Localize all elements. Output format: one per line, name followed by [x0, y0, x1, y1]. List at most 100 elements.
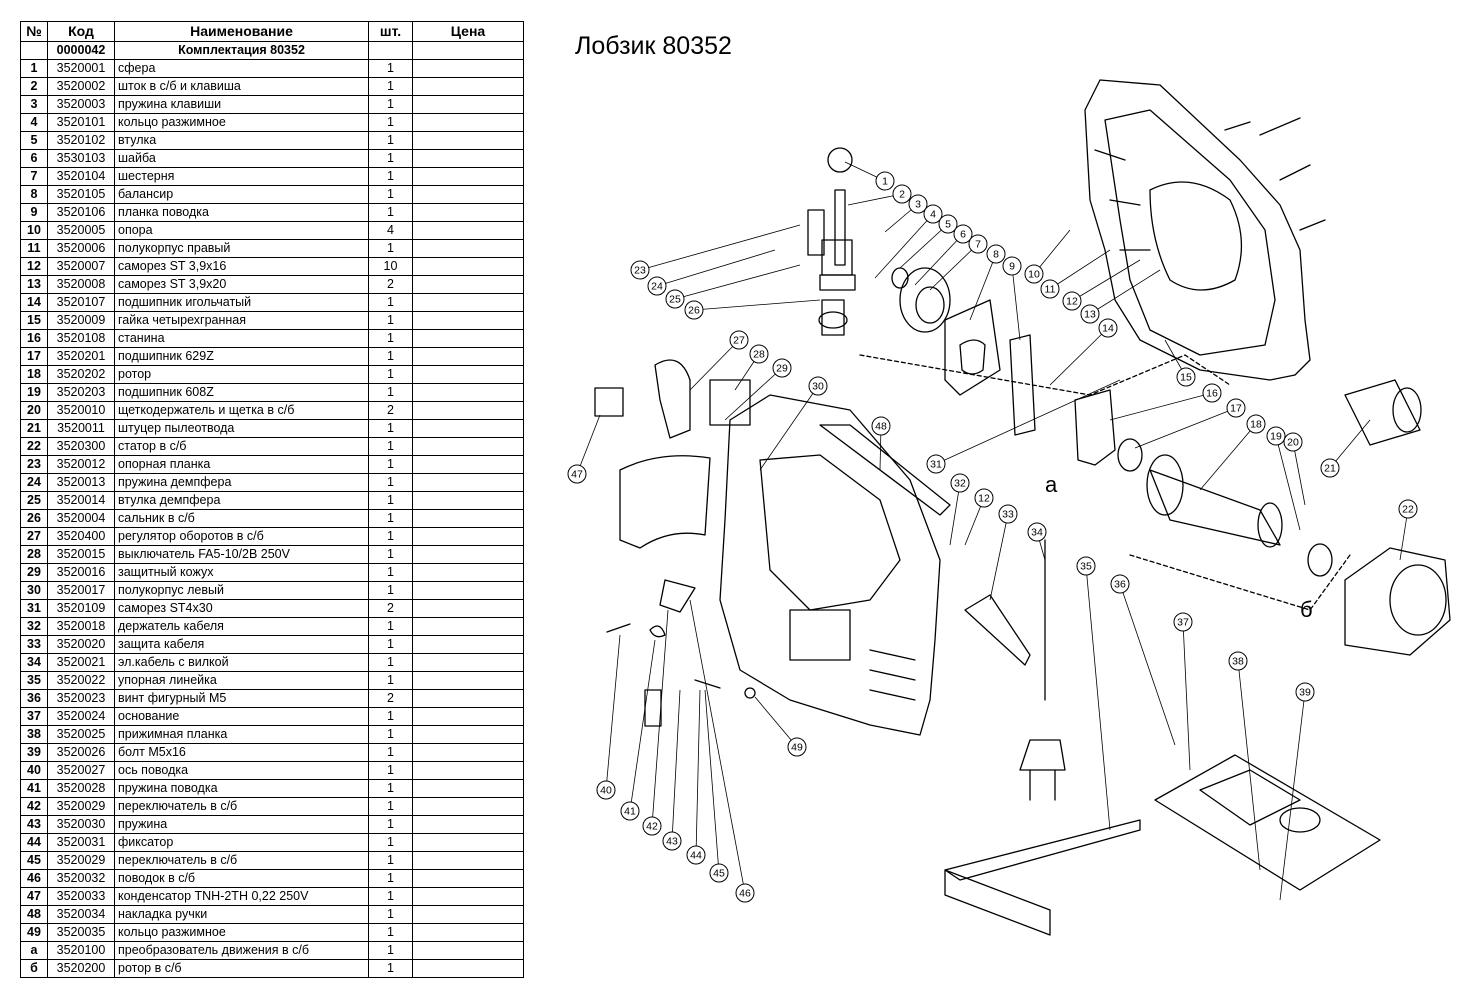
cell-qty: 1 — [368, 923, 413, 942]
leader-line — [674, 264, 801, 300]
callout-number: 21 — [1324, 463, 1336, 475]
cell-qty: 1 — [368, 779, 413, 798]
leader-line — [639, 224, 801, 271]
cell-qty: 2 — [368, 275, 413, 294]
callout-circle — [974, 488, 994, 508]
callout-circle — [953, 224, 973, 244]
leader-line — [1182, 621, 1191, 771]
cell-code: 3520031 — [47, 833, 115, 852]
cell-num: 6 — [20, 149, 48, 168]
cell-price — [412, 455, 524, 474]
leader-line — [1119, 583, 1176, 746]
cell-num: 43 — [20, 815, 48, 834]
callout-marker: 29 — [772, 358, 792, 378]
cell-code: 3520032 — [47, 869, 115, 888]
cell-code: 3520101 — [47, 113, 115, 132]
cell-code: 3520104 — [47, 167, 115, 186]
callout-circle — [1226, 398, 1246, 418]
callout-circle — [1098, 318, 1118, 338]
callout-circle — [1076, 556, 1096, 576]
kit-num-cell — [20, 41, 48, 60]
callout-number: 12 — [1066, 296, 1078, 308]
cell-num: 33 — [20, 635, 48, 654]
cell-num: 5 — [20, 131, 48, 150]
callout-number: 39 — [1299, 687, 1311, 699]
callout-marker: 10 — [1024, 264, 1044, 284]
right-housing-half — [1084, 79, 1311, 381]
callout-marker: 24 — [647, 276, 667, 296]
cell-price — [412, 473, 524, 492]
cell-qty: 1 — [368, 743, 413, 762]
cell-num: 44 — [20, 833, 48, 852]
cell-price — [412, 311, 524, 330]
cell-num: 40 — [20, 761, 48, 780]
callout-marker: 25 — [665, 289, 685, 309]
leader-line — [1399, 508, 1409, 561]
leader-line — [935, 379, 1121, 465]
callout-circle — [1040, 279, 1060, 299]
callout-number: 48 — [875, 421, 887, 433]
cell-num: 37 — [20, 707, 48, 726]
cell-price — [412, 491, 524, 510]
callout-circle — [1002, 256, 1022, 276]
cell-price — [412, 329, 524, 348]
cell-price — [412, 347, 524, 366]
callout-number: 19 — [1270, 431, 1282, 443]
cell-name: сфера — [114, 59, 369, 78]
callout-number: 4 — [930, 209, 936, 221]
cell-price — [412, 815, 524, 834]
cell-name: защита кабеля — [114, 635, 369, 654]
callout-number: 29 — [776, 363, 788, 375]
cell-price — [412, 743, 524, 762]
callout-circle — [1027, 522, 1047, 542]
cell-price — [412, 689, 524, 708]
callout-marker: 17 — [1226, 398, 1246, 418]
cell-price — [412, 185, 524, 204]
cell-code: 3520107 — [47, 293, 115, 312]
cell-qty: 10 — [368, 257, 413, 276]
cable-protector-part — [964, 594, 1031, 666]
callout-circle — [1320, 458, 1340, 478]
capacitor-part — [594, 387, 624, 417]
leader-line — [1085, 565, 1111, 831]
cell-qty: 1 — [368, 815, 413, 834]
cell-price — [412, 275, 524, 294]
stem-part — [807, 189, 856, 336]
cell-price — [412, 941, 524, 960]
callout-circle — [998, 504, 1018, 524]
cell-num: 29 — [20, 563, 48, 582]
cell-code: 3520024 — [47, 707, 115, 726]
cell-price — [412, 239, 524, 258]
header-qty: шт. — [368, 21, 413, 42]
cell-num: 26 — [20, 509, 48, 528]
cell-name: сальник в с/б — [114, 509, 369, 528]
cell-name: винт фигурный М5 — [114, 689, 369, 708]
callout-number: 36 — [1114, 579, 1126, 591]
callout-circle — [772, 358, 792, 378]
group-label-b: б — [1300, 597, 1313, 622]
callout-number: 38 — [1232, 656, 1244, 668]
cell-qty: 1 — [368, 545, 413, 564]
cell-price — [412, 167, 524, 186]
cell-name: полукорпус правый — [114, 239, 369, 258]
cell-name: опора — [114, 221, 369, 240]
cell-num: 18 — [20, 365, 48, 384]
cell-qty: 1 — [368, 761, 413, 780]
leader-line — [671, 689, 681, 842]
kit-price-cell — [412, 41, 524, 60]
cell-code: 3520015 — [47, 545, 115, 564]
cell-code: 3520027 — [47, 761, 115, 780]
cell-price — [412, 545, 524, 564]
callout-circle — [787, 737, 807, 757]
cell-code: 3520108 — [47, 329, 115, 348]
callout-number: 31 — [930, 459, 942, 471]
cell-num: 27 — [20, 527, 48, 546]
